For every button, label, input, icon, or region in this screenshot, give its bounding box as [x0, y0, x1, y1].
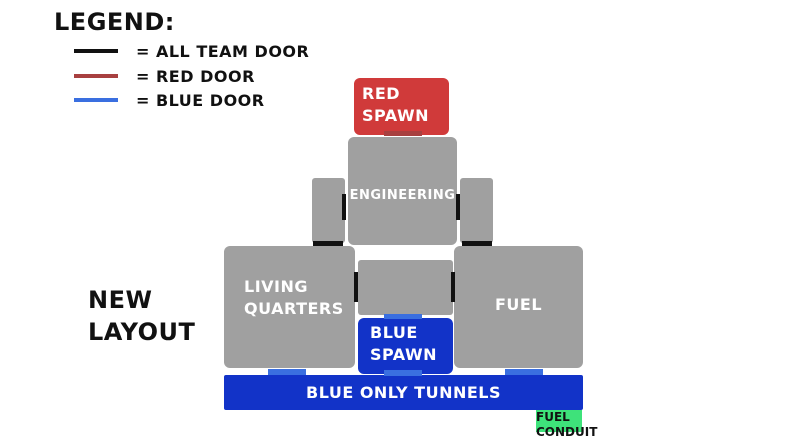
room-fuel: FUEL — [454, 246, 583, 368]
door-right-corridor — [462, 241, 492, 246]
room-blue-only-tunnels: BLUE ONLY TUNNELS — [224, 375, 583, 410]
room-blue-spawn: BLUE SPAWN — [358, 318, 453, 374]
room-label: BLUE ONLY TUNNELS — [306, 383, 501, 402]
fuel-conduit-marker — [536, 410, 582, 432]
door-engineering-left — [342, 194, 346, 220]
door-living-tunnel — [268, 369, 306, 375]
door-fuel-center — [451, 272, 455, 302]
corridor-left — [312, 178, 345, 243]
legend-item-all-team-door: = ALL TEAM DOOR — [74, 40, 309, 62]
door-blue-spawn-top — [384, 314, 422, 319]
corridor-center — [358, 260, 453, 315]
legend-label: = RED DOOR — [136, 66, 255, 86]
new-layout-label: NEW LAYOUT — [88, 286, 196, 346]
door-red-spawn — [384, 131, 422, 136]
legend-label: = BLUE DOOR — [136, 90, 265, 110]
room-label: ENGINEERING — [349, 188, 456, 203]
room-label: RED SPAWN — [362, 84, 429, 125]
corridor-right — [460, 178, 493, 243]
door-living-center — [354, 272, 358, 302]
legend-title: LEGEND: — [54, 8, 175, 36]
legend-swatch-blue — [74, 98, 118, 102]
room-red-spawn: RED SPAWN — [354, 78, 449, 135]
room-engineering: ENGINEERING — [348, 137, 457, 245]
legend-swatch-red — [74, 74, 118, 78]
legend-swatch-black — [74, 49, 118, 53]
door-fuel-tunnel — [505, 369, 543, 375]
legend-label: = ALL TEAM DOOR — [136, 41, 310, 61]
legend-item-red-door: = RED DOOR — [74, 65, 255, 87]
legend-item-blue-door: = BLUE DOOR — [74, 89, 265, 111]
door-blue-spawn-bottom — [384, 370, 422, 376]
room-label: FUEL — [494, 295, 543, 314]
door-engineering-right — [456, 194, 460, 220]
room-label: LIVING QUARTERS — [244, 277, 344, 318]
room-living-quarters: LIVING QUARTERS — [224, 246, 355, 368]
fuel-conduit-label: FUEL CONDUIT — [536, 410, 598, 439]
room-label: BLUE SPAWN — [370, 323, 437, 364]
door-left-corridor — [313, 241, 343, 246]
